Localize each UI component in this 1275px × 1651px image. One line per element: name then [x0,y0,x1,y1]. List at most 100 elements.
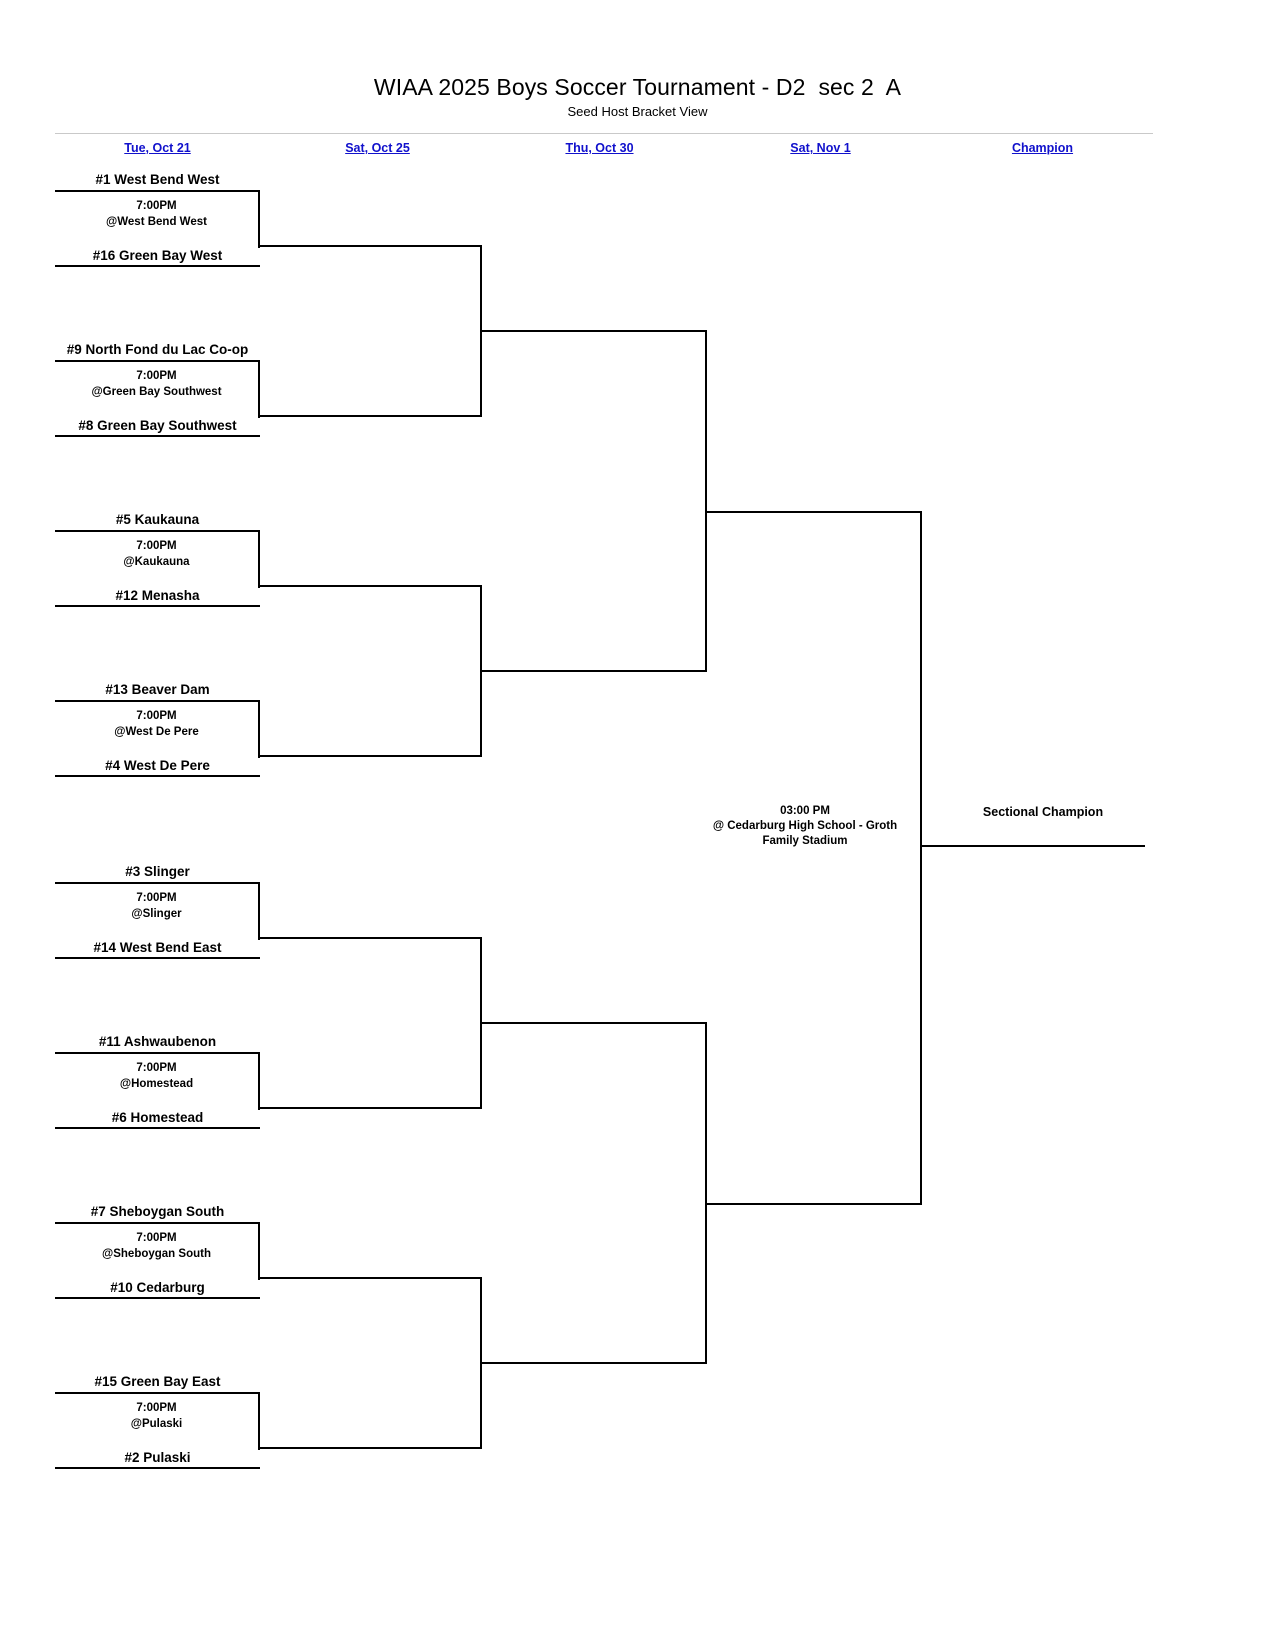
match-box[interactable]: #13 Beaver Dam 7:00PM @West De Pere #4 W… [55,682,260,777]
match-time: 7:00PM [136,1232,177,1244]
match-site: @West Bend West [106,216,207,228]
match-rule-bottom [55,775,260,777]
match-info: 7:00PM @Homestead [55,1060,258,1092]
round-header-4[interactable]: Sat, Nov 1 [790,141,851,155]
connector-line [705,330,707,672]
match-inner: 7:00PM @Sheboygan South [55,1224,260,1280]
team-name-bottom: #2 Pulaski [124,1450,191,1465]
match-rule-top [55,1052,260,1054]
connector-line [258,245,482,247]
match-site: @Sheboygan South [102,1248,211,1260]
champion-line [920,845,1145,847]
match-rule-top [55,1392,260,1394]
team-name-top: #3 Slinger [125,864,190,879]
team-name-bottom: #8 Green Bay Southwest [78,418,237,433]
connector-line [258,415,482,417]
match-time: 7:00PM [136,370,177,382]
match-inner: 7:00PM @Kaukauna [55,532,260,588]
round-header-1[interactable]: Tue, Oct 21 [124,141,191,155]
match-rule-top [55,1222,260,1224]
match-box[interactable]: #15 Green Bay East 7:00PM @Pulaski #2 Pu… [55,1374,260,1469]
match-rule-bottom [55,265,260,267]
match-rule-top [55,360,260,362]
connector-line [480,1022,707,1024]
team-name-bottom: #14 West Bend East [93,940,222,955]
team-name-top: #15 Green Bay East [94,1374,221,1389]
team-name-bottom: #12 Menasha [115,588,200,603]
connector-line [480,1362,707,1364]
match-inner: 7:00PM @Slinger [55,884,260,940]
match-info: 7:00PM @Slinger [55,890,258,922]
team-name-top: #1 West Bend West [95,172,220,187]
final-game-info: 03:00 PM @ Cedarburg High School - Groth… [690,804,920,849]
team-name-bottom: #16 Green Bay West [92,248,223,263]
match-site: @Homestead [119,1078,194,1090]
match-info: 7:00PM @Kaukauna [55,538,258,570]
match-box[interactable]: #9 North Fond du Lac Co-op 7:00PM @Green… [55,342,260,437]
team-name-top: #9 North Fond du Lac Co-op [66,342,249,357]
match-rule-bottom [55,1297,260,1299]
team-name-bottom: #6 Homestead [111,1110,204,1125]
match-site: @Slinger [131,908,182,920]
round-header-2[interactable]: Sat, Oct 25 [345,141,410,155]
connector-line [480,670,707,672]
match-rule-bottom [55,1467,260,1469]
match-time: 7:00PM [136,1062,177,1074]
match-info: 7:00PM @Green Bay Southwest [55,368,258,400]
match-site: @Pulaski [130,1418,183,1430]
match-time: 7:00PM [136,892,177,904]
match-site: @Green Bay Southwest [91,386,222,398]
connector-line [258,585,482,587]
connector-line [258,1447,482,1449]
match-rule-bottom [55,1127,260,1129]
match-info: 7:00PM @West Bend West [55,198,258,230]
round-header-champion[interactable]: Champion [1011,141,1074,155]
match-time: 7:00PM [136,710,177,722]
match-inner: 7:00PM @Homestead [55,1054,260,1110]
match-time: 7:00PM [136,1402,177,1414]
match-box[interactable]: #1 West Bend West 7:00PM @West Bend West… [55,172,260,267]
connector-line [258,937,482,939]
team-name-bottom: #4 West De Pere [105,758,210,773]
match-box[interactable]: #3 Slinger 7:00PM @Slinger #14 West Bend… [55,864,260,959]
page-subtitle: Seed Host Bracket View [567,104,708,119]
page-title: WIAA 2025 Boys Soccer Tournament - D2 se… [373,74,902,100]
connector-line [705,511,922,513]
match-site: @Kaukauna [123,556,190,568]
final-time: 03:00 PM [780,805,830,817]
match-rule-top [55,700,260,702]
match-inner: 7:00PM @West Bend West [55,192,260,248]
team-name-top: #13 Beaver Dam [105,682,210,697]
final-site-line2: Family Stadium [762,835,848,847]
match-rule-bottom [55,957,260,959]
connector-line [480,330,707,332]
match-rule-bottom [55,435,260,437]
match-rule-top [55,882,260,884]
team-name-bottom: #10 Cedarburg [110,1280,205,1295]
round-header-3[interactable]: Thu, Oct 30 [565,141,634,155]
header-divider [55,133,1153,134]
match-box[interactable]: #5 Kaukauna 7:00PM @Kaukauna #12 Menasha [55,512,260,607]
match-rule-bottom [55,605,260,607]
team-name-top: #5 Kaukauna [115,512,200,527]
connector-line [258,755,482,757]
connector-line [705,1022,707,1364]
match-rule-top [55,530,260,532]
match-info: 7:00PM @West De Pere [55,708,258,740]
match-time: 7:00PM [136,200,177,212]
champion-label: Sectional Champion [982,805,1104,819]
match-info: 7:00PM @Pulaski [55,1400,258,1432]
match-box[interactable]: #11 Ashwaubenon 7:00PM @Homestead #6 Hom… [55,1034,260,1129]
match-time: 7:00PM [136,540,177,552]
final-site-line1: @ Cedarburg High School - Groth [712,820,898,832]
connector-line [705,1203,922,1205]
team-name-top: #11 Ashwaubenon [98,1034,217,1049]
match-site: @West De Pere [114,726,199,738]
connector-line [920,511,922,1205]
match-inner: 7:00PM @Pulaski [55,1394,260,1450]
connector-line [258,1277,482,1279]
match-info: 7:00PM @Sheboygan South [55,1230,258,1262]
match-box[interactable]: #7 Sheboygan South 7:00PM @Sheboygan Sou… [55,1204,260,1299]
team-name-top: #7 Sheboygan South [90,1204,225,1219]
